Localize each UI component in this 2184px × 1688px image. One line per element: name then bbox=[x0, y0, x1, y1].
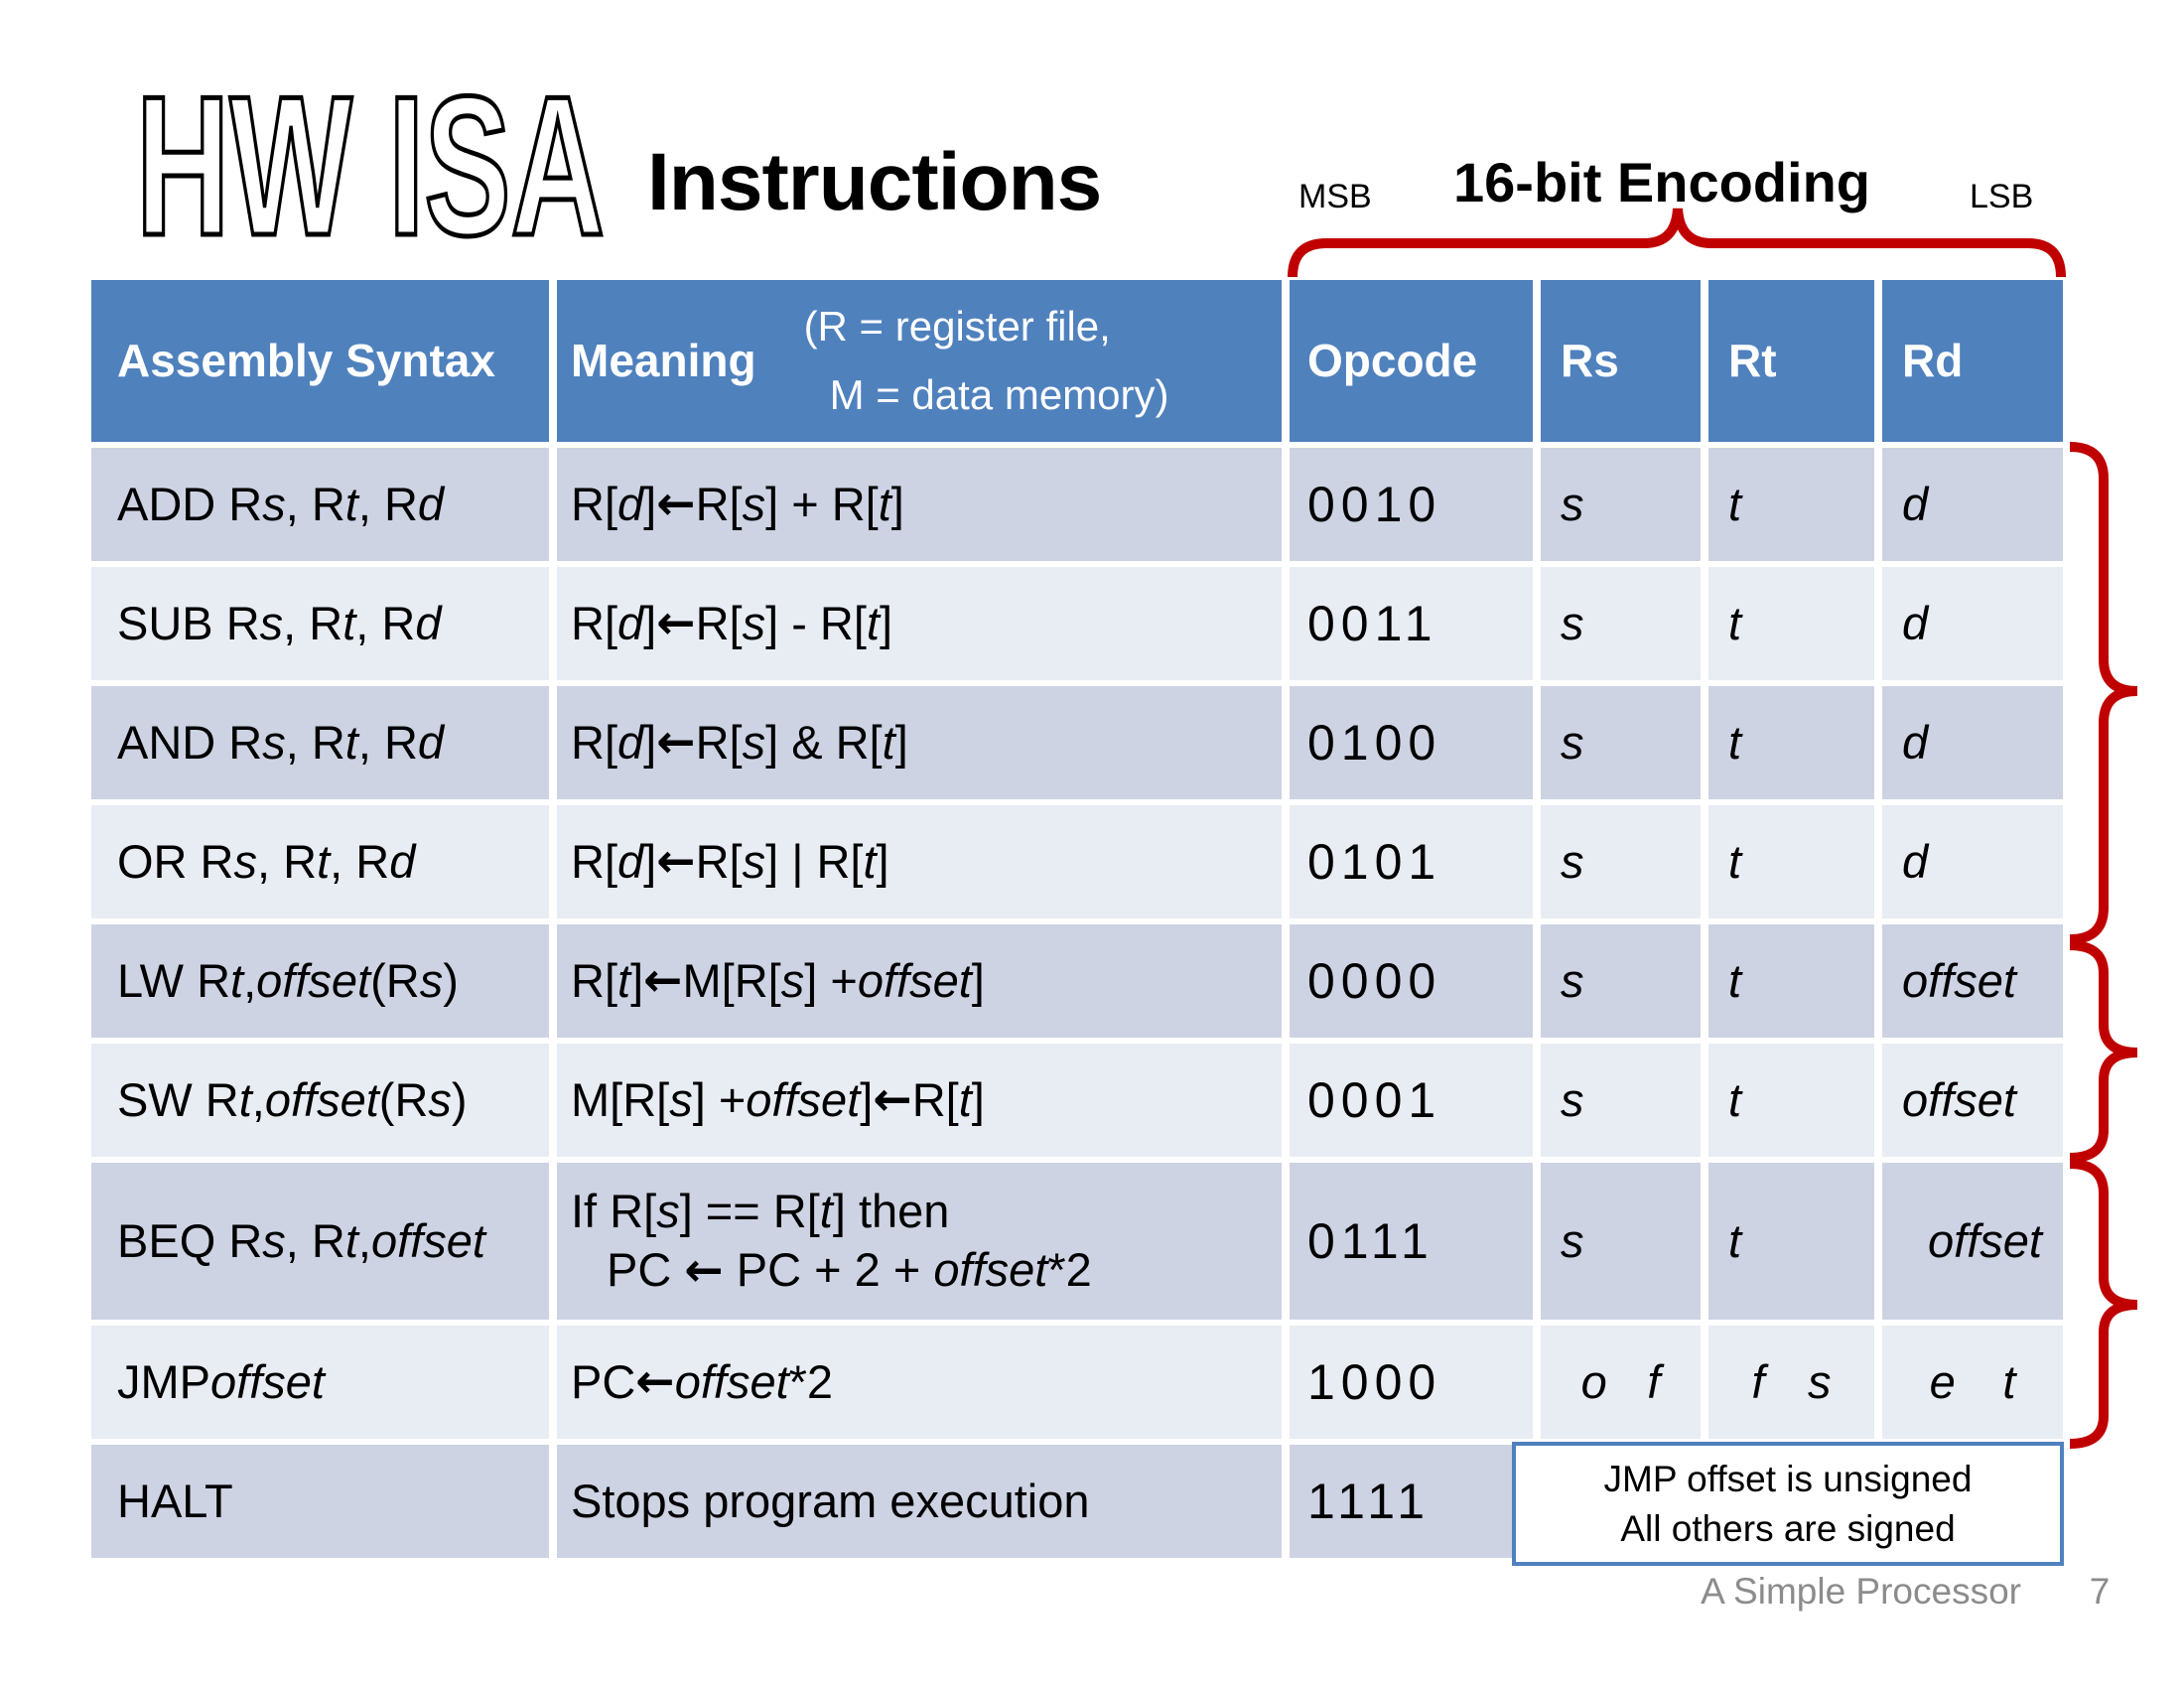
memory-group-brace bbox=[2069, 940, 2138, 1163]
opcode-cell: 0111 bbox=[1290, 1163, 1533, 1320]
rt-cell: t bbox=[1708, 805, 1874, 918]
rd-cell: d bbox=[1882, 448, 2063, 561]
page-title: Instructions bbox=[647, 137, 1102, 227]
offset-letter: f bbox=[1647, 1354, 1661, 1408]
meaning-line2: PC ← PC + 2 + offset*2 bbox=[607, 1242, 1092, 1298]
offset-letter: o bbox=[1580, 1354, 1607, 1408]
header-rt: Rt bbox=[1708, 280, 1874, 442]
header-meaning: Meaning (R = register file, M = data mem… bbox=[557, 280, 1282, 442]
rd-cell: d bbox=[1882, 805, 2063, 918]
note-line2: All others are signed bbox=[1620, 1507, 1956, 1549]
meaning-cell: R[d] ← R[s] - R[t] bbox=[557, 567, 1282, 680]
rs-cell: s bbox=[1541, 567, 1701, 680]
alu-group-brace bbox=[2069, 442, 2138, 944]
rt-cell: t bbox=[1708, 924, 1874, 1038]
header-assembly-syntax: Assembly Syntax bbox=[91, 280, 549, 442]
header-meaning-note-line1: (R = register file, bbox=[803, 303, 1111, 351]
rt-cell: t bbox=[1708, 1044, 1874, 1157]
encoding-top-brace bbox=[1288, 208, 2066, 278]
meaning-cell: R[d] ← R[s] & R[t] bbox=[557, 686, 1282, 799]
rs-cell: s bbox=[1541, 448, 1701, 561]
rt-cell: t bbox=[1708, 686, 1874, 799]
jmp-note-box: JMP offset is unsigned All others are si… bbox=[1512, 1442, 2064, 1566]
header-meaning-label: Meaning bbox=[571, 334, 756, 386]
rd-cell: offset bbox=[1882, 1163, 2063, 1320]
offset-letter: t bbox=[2002, 1354, 2016, 1408]
header-meaning-note-line2: M = data memory) bbox=[829, 370, 1169, 418]
rs-cell: s bbox=[1541, 805, 1701, 918]
assembly-cell: HALT bbox=[91, 1445, 549, 1558]
opcode-cell: 0010 bbox=[1290, 448, 1533, 561]
encoding-title: 16-bit Encoding bbox=[1453, 151, 1870, 213]
rd-cell: offset bbox=[1882, 924, 2063, 1038]
meaning-cell: PC ← offset*2 bbox=[557, 1326, 1282, 1439]
rs-cell: s bbox=[1541, 1163, 1701, 1320]
meaning-cell: R[d] ← R[s] + R[t] bbox=[557, 448, 1282, 561]
header-rd: Rd bbox=[1882, 280, 2063, 442]
rt-cell: t bbox=[1708, 567, 1874, 680]
msb-label: MSB bbox=[1298, 178, 1372, 215]
opcode-cell: 0101 bbox=[1290, 805, 1533, 918]
lsb-label: LSB bbox=[1970, 178, 2034, 215]
meaning-cell: R[d] ← R[s] | R[t] bbox=[557, 805, 1282, 918]
branch-group-brace bbox=[2069, 1159, 2138, 1449]
rd-cell: d bbox=[1882, 567, 2063, 680]
rs-cell: s bbox=[1541, 686, 1701, 799]
rd-cell: d bbox=[1882, 686, 2063, 799]
rs-cell: s bbox=[1541, 924, 1701, 1038]
offset-letter: e bbox=[1929, 1354, 1956, 1408]
offset-letter: f bbox=[1751, 1354, 1765, 1408]
rs-cell: o f bbox=[1541, 1326, 1701, 1439]
hw-isa-logo-text: HW ISA bbox=[136, 83, 605, 247]
rd-cell: offset bbox=[1882, 1044, 2063, 1157]
rt-cell: f s bbox=[1708, 1326, 1874, 1439]
header-opcode: Opcode bbox=[1290, 280, 1533, 442]
footer-title: A Simple Processor bbox=[1701, 1571, 2021, 1612]
opcode-cell: 1000 bbox=[1290, 1326, 1533, 1439]
opcode-cell: 0000 bbox=[1290, 924, 1533, 1038]
meaning-cell: M[R[s] + offset] ← R[t] bbox=[557, 1044, 1282, 1157]
header-rs: Rs bbox=[1541, 280, 1701, 442]
rt-cell: t bbox=[1708, 1163, 1874, 1320]
opcode-cell: 0001 bbox=[1290, 1044, 1533, 1157]
rd-cell: e t bbox=[1882, 1326, 2063, 1439]
assembly-cell: JMP offset bbox=[91, 1326, 549, 1439]
meaning-cell: Stops program execution bbox=[557, 1445, 1282, 1558]
note-line1: JMP offset is unsigned bbox=[1603, 1458, 1973, 1499]
rt-cell: t bbox=[1708, 448, 1874, 561]
opcode-cell: 0011 bbox=[1290, 567, 1533, 680]
opcode-cell: 1111 bbox=[1290, 1445, 1533, 1558]
meaning-cell: If R[s] == R[t] then PC ← PC + 2 + offse… bbox=[557, 1163, 1282, 1320]
isa-table: Assembly Syntax Meaning (R = register fi… bbox=[91, 280, 2063, 1558]
meaning-cell: R[t] ← M[R[s] + offset] bbox=[557, 924, 1282, 1038]
page-number: 7 bbox=[2089, 1571, 2111, 1612]
meaning-line1: If R[s] == R[t] then bbox=[571, 1184, 950, 1237]
opcode-cell: 0100 bbox=[1290, 686, 1533, 799]
offset-letter: s bbox=[1808, 1354, 1832, 1408]
header-meaning-note: (R = register file, M = data memory) bbox=[804, 293, 1169, 428]
hw-isa-logo: HW ISA bbox=[134, 83, 608, 247]
rs-cell: s bbox=[1541, 1044, 1701, 1157]
